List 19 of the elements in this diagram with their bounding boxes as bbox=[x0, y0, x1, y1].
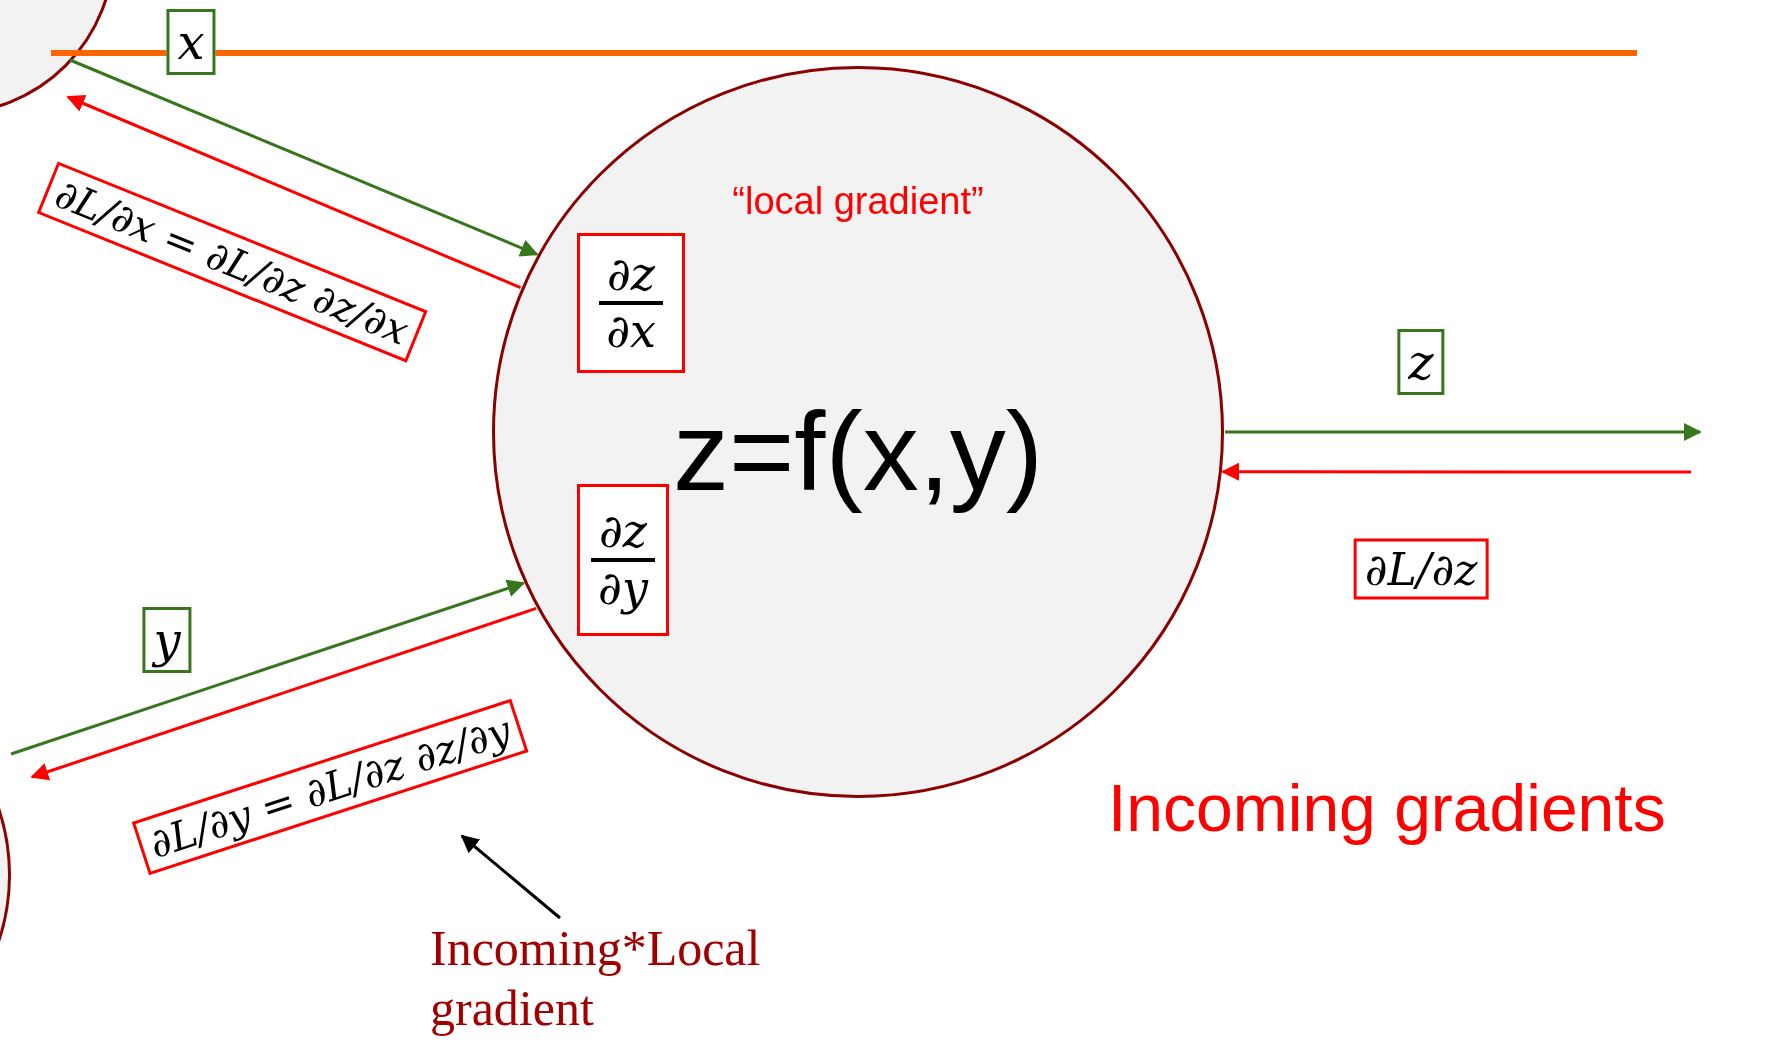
annotation-text: “local gradient” bbox=[732, 181, 984, 223]
arrow bbox=[69, 58, 539, 257]
edge-label: x bbox=[166, 9, 216, 75]
derivative-box: ∂z ∂x bbox=[577, 233, 685, 373]
arrow bbox=[10, 579, 526, 756]
edge-label: ∂L/∂x = ∂L/∂z ∂z/∂x bbox=[36, 161, 428, 363]
note-text: Incoming*Local gradient bbox=[430, 918, 890, 1038]
derivative-box: ∂z ∂y bbox=[577, 484, 669, 636]
edge-label: y bbox=[142, 607, 192, 673]
leader-arrow bbox=[460, 834, 561, 920]
arrow bbox=[30, 607, 537, 781]
edge-label: z bbox=[1397, 329, 1445, 395]
heading-text: Incoming gradients bbox=[1108, 770, 1666, 846]
line bbox=[51, 50, 1637, 56]
arrow bbox=[66, 95, 522, 290]
function-text: z=f(x,y) bbox=[672, 390, 1044, 514]
edge-label: ∂L/∂z bbox=[1353, 538, 1489, 600]
leader-arrow bbox=[1225, 423, 1702, 441]
arrow bbox=[1221, 462, 1691, 481]
